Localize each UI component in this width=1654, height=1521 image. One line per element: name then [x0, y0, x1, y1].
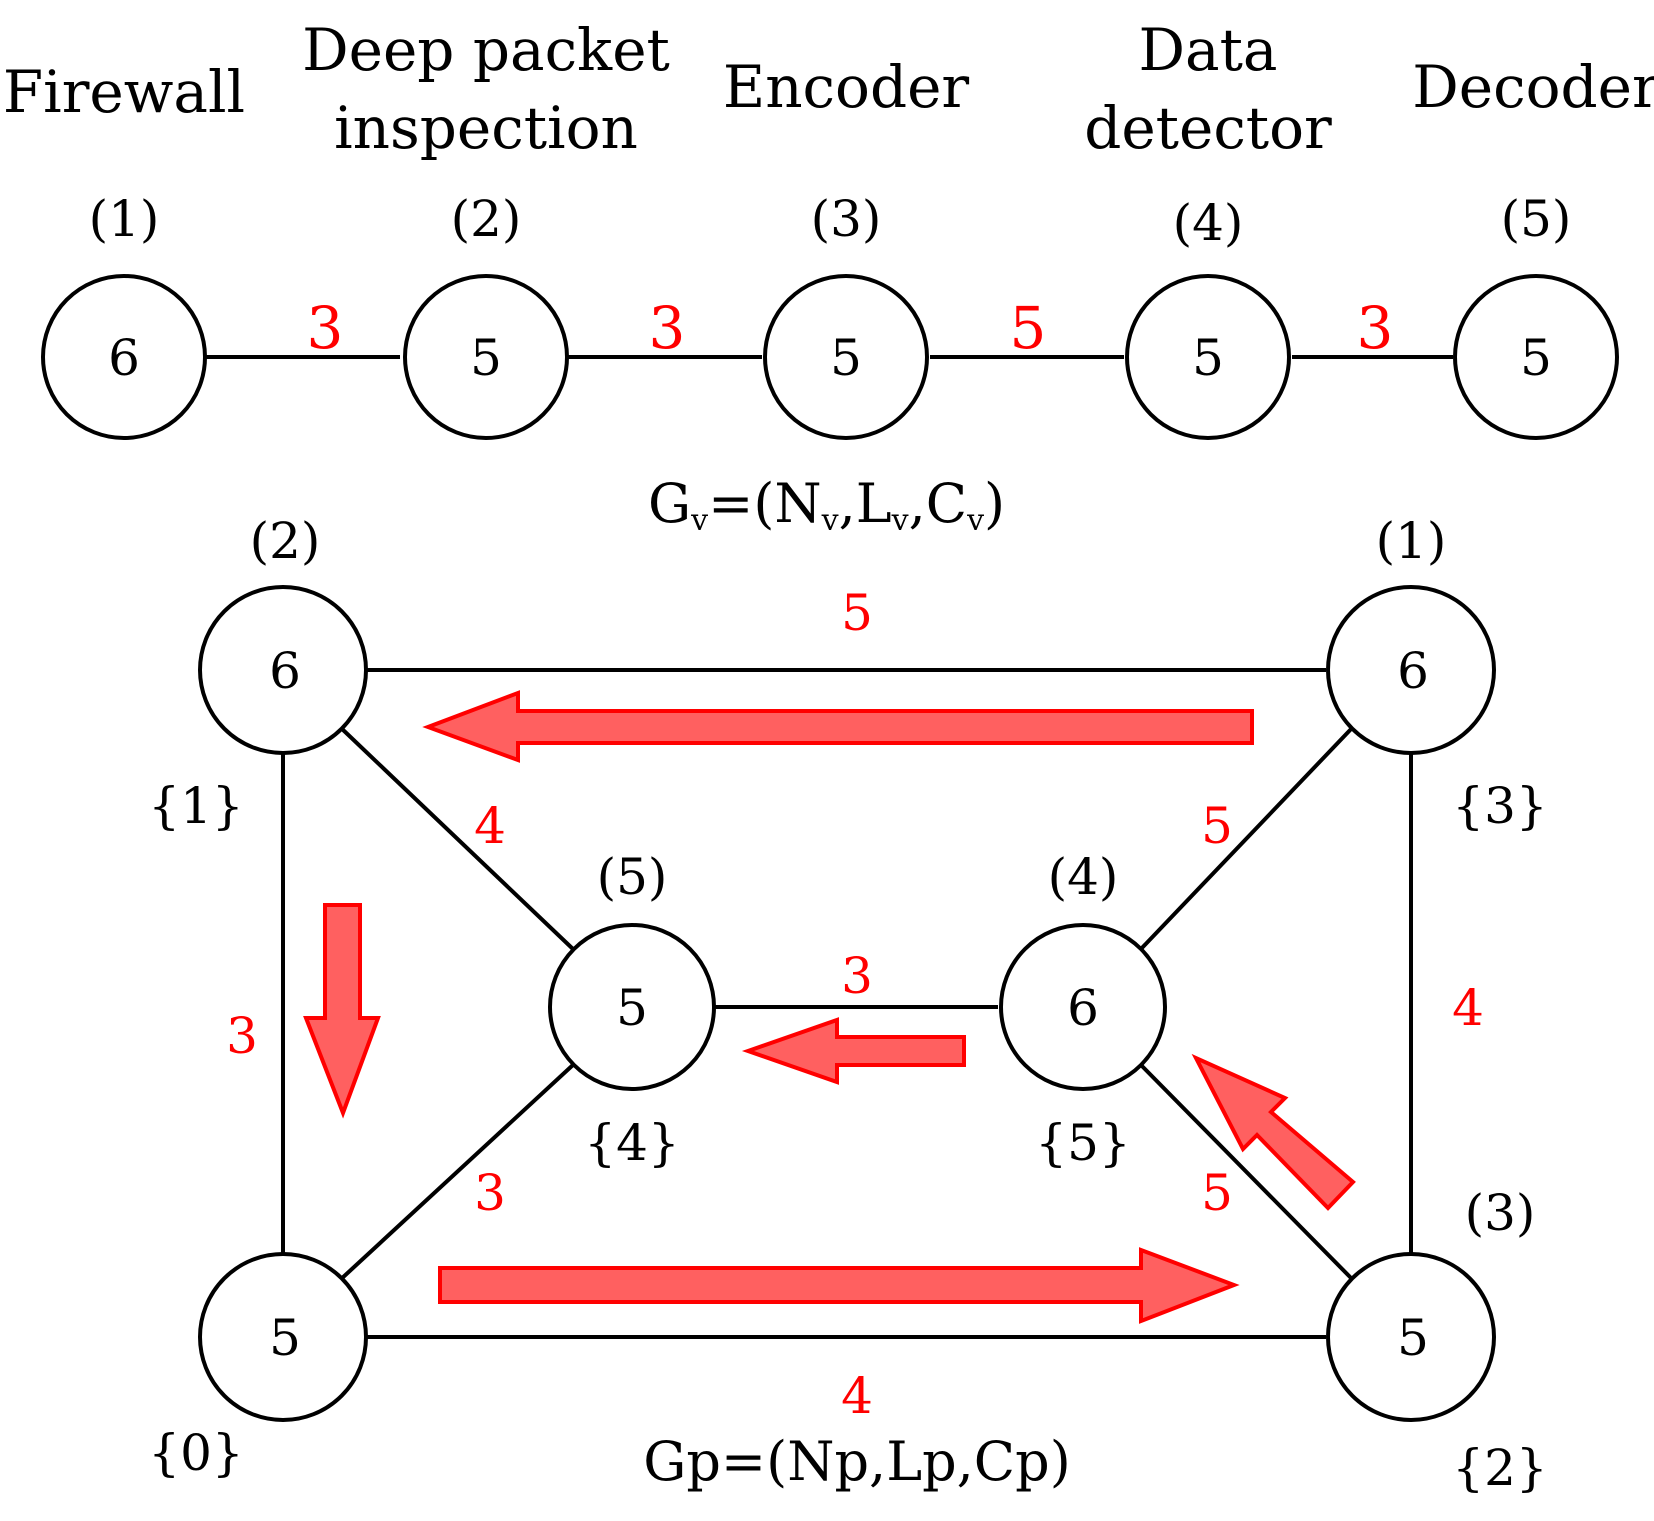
physical-network-caption: Gp=(Np,Lp,Cp): [643, 1430, 1071, 1493]
mapping-arrow-center: [741, 1017, 966, 1085]
physical-link-capacity: 3: [474, 1164, 506, 1222]
virtual-node-decoder: [1453, 274, 1619, 440]
node-capacity: 5: [269, 1309, 301, 1367]
physical-link-tl-cl: [338, 725, 576, 952]
physical-link-capacity: 4: [841, 1367, 873, 1425]
node-capacity: 5: [1397, 1309, 1429, 1367]
physical-link-capacity: 5: [1201, 1164, 1233, 1222]
function-name: Data: [1139, 16, 1278, 84]
physical-node-index: (3): [1465, 1184, 1536, 1242]
physical-link-capacity: 4: [1452, 979, 1484, 1037]
virtual-link-capacity: 3: [307, 294, 344, 362]
physical-network: 5 3 4 4 4 5 3 3 5 (2) 6 {1} (1) 6 {3} (5…: [148, 512, 1547, 1497]
virtual-link-capacity: 5: [1010, 294, 1047, 362]
physical-node-top-left: [198, 585, 368, 755]
physical-link-capacity: 4: [474, 797, 506, 855]
function-index: (2): [451, 190, 522, 248]
physical-node-set: {2}: [1452, 1439, 1547, 1497]
function-index: (4): [1173, 194, 1244, 252]
virtual-node-data-detector: [1125, 274, 1291, 440]
mapping-arrow-diagonal: [1191, 1053, 1356, 1211]
physical-node-center-right: [999, 923, 1167, 1091]
physical-node-bottom-right: [1326, 1252, 1496, 1422]
function-name: detector: [1084, 94, 1332, 162]
node-capacity: 6: [1397, 642, 1429, 700]
physical-link-capacity: 3: [226, 1007, 258, 1065]
virtual-network: 3 3 5 3 Firewall (1) 6 Deep packet inspe…: [3, 16, 1654, 538]
mapping-arrow-top: [422, 690, 1254, 763]
virtual-network-caption: Gv=(Nv,Lv,Cv): [648, 472, 1005, 538]
physical-node-top-right: [1326, 585, 1496, 755]
physical-node-bottom-left: [198, 1252, 368, 1422]
node-capacity: 6: [269, 642, 301, 700]
virtual-link-capacity: 3: [649, 294, 686, 362]
node-capacity: 5: [616, 979, 648, 1037]
physical-link-capacity: 5: [841, 584, 873, 642]
function-name: Decoder: [1412, 53, 1654, 121]
function-index: (5): [1501, 190, 1572, 248]
function-name: Encoder: [723, 53, 970, 121]
node-capacity: 6: [108, 329, 140, 387]
physical-node-index: (2): [250, 512, 321, 570]
physical-node-index: (4): [1048, 848, 1119, 906]
function-index: (3): [811, 190, 882, 248]
mapping-arrow-bottom: [438, 1247, 1240, 1324]
node-capacity: 5: [830, 329, 862, 387]
virtual-node-firewall: [41, 274, 207, 440]
physical-node-center-left: [548, 923, 716, 1091]
node-capacity: 5: [470, 329, 502, 387]
physical-link-capacity: 3: [841, 947, 873, 1005]
physical-link-tr-cr: [1138, 725, 1355, 952]
physical-node-set: {1}: [148, 777, 243, 835]
function-index: (1): [89, 190, 160, 248]
physical-node-set: {3}: [1452, 777, 1547, 835]
virtual-node-deep-packet-inspection: [403, 274, 569, 440]
node-capacity: 5: [1192, 329, 1224, 387]
node-capacity: 6: [1067, 979, 1099, 1037]
function-name: Firewall: [3, 58, 245, 126]
physical-node-index: (5): [597, 848, 668, 906]
physical-node-set: {5}: [1035, 1114, 1130, 1172]
physical-node-set: {0}: [148, 1424, 243, 1482]
physical-node-set: {4}: [584, 1114, 679, 1172]
physical-link-cr-br: [1138, 1062, 1355, 1282]
physical-node-index: (1): [1376, 512, 1447, 570]
mapping-arrow-left: [303, 903, 381, 1119]
physical-link-bl-cl: [338, 1062, 576, 1282]
virtual-node-encoder: [763, 274, 929, 440]
function-name: inspection: [334, 94, 638, 162]
function-name: Deep packet: [302, 16, 670, 84]
virtual-link-capacity: 3: [1357, 294, 1394, 362]
physical-link-capacity: 5: [1201, 797, 1233, 855]
node-capacity: 5: [1520, 329, 1552, 387]
